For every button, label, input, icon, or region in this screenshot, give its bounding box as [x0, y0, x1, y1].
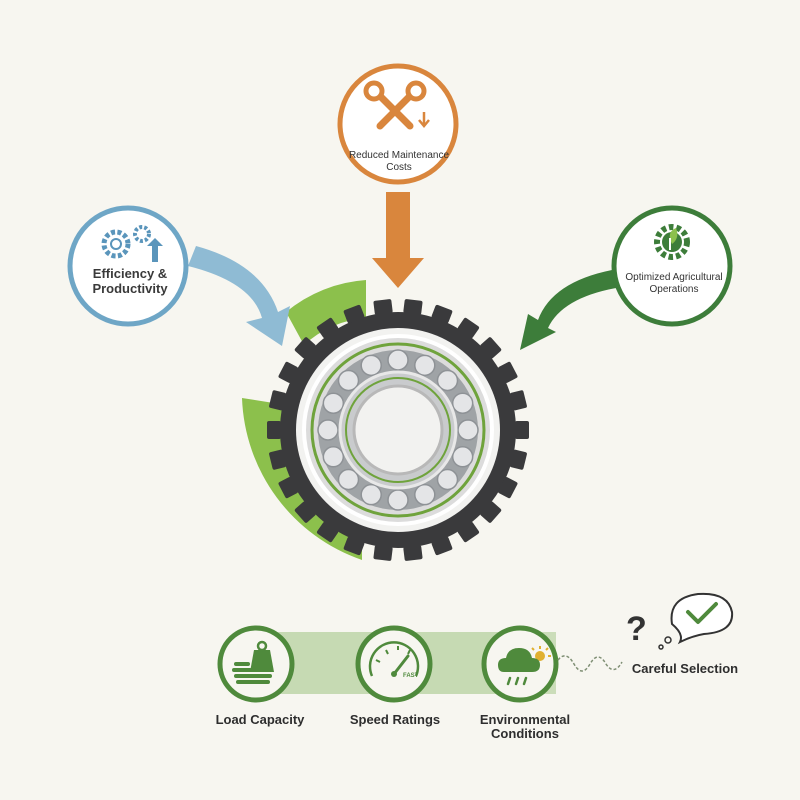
speedometer-icon: FAST: [368, 641, 420, 679]
bearing-ball: [436, 369, 459, 392]
speed-ratings-label: Speed Ratings: [349, 712, 441, 727]
weather-icon: [498, 646, 551, 686]
bearing-ball: [337, 468, 360, 491]
bearing-bore: [352, 384, 444, 476]
tire-tread: [431, 536, 453, 556]
tire-tread: [457, 317, 480, 339]
wavy-connector: [557, 655, 623, 672]
tire-tread: [509, 390, 527, 411]
environmental-node: [481, 625, 559, 703]
bearing-green-band: [310, 342, 486, 518]
agricultural-label: Optimized Agricultural Operations: [625, 272, 723, 295]
tire-tread: [294, 501, 316, 523]
bearing-ball: [457, 419, 479, 441]
check-bubble-icon: [658, 592, 734, 650]
tire-tread: [480, 501, 502, 523]
question-mark: ?: [626, 610, 647, 648]
tire-tread: [316, 317, 339, 339]
bearing-ball: [451, 392, 474, 414]
tire-tread: [294, 337, 316, 359]
bearing-ball: [360, 483, 382, 506]
load-capacity-node: [217, 625, 295, 703]
green-arc-top: [286, 280, 366, 345]
bearing-ball: [322, 392, 345, 414]
tire-tread: [278, 477, 298, 499]
tire-tread: [457, 521, 480, 543]
gauge-fast-text: FAST: [403, 673, 419, 679]
bearing-ball: [451, 446, 474, 468]
wrench-screwdriver-icon: [363, 80, 430, 130]
agricultural-node: [611, 205, 733, 327]
efficiency-node: [67, 205, 189, 327]
bearing-ball: [436, 468, 459, 491]
tire-tread: [278, 361, 298, 383]
bearing-inner-green: [345, 377, 451, 483]
ball-bearing: [302, 334, 494, 526]
tire-tread: [480, 337, 502, 359]
bearing-ball: [337, 369, 360, 392]
bearing-ball: [414, 483, 436, 506]
maintenance-label: Reduced Maintenance Costs: [348, 150, 450, 173]
tire-tread: [498, 361, 518, 383]
tire-tread: [373, 545, 393, 561]
bearing-ball: [317, 419, 339, 441]
tire-tread: [267, 421, 281, 439]
tire-tread: [316, 521, 339, 543]
agricultural-arrow: [520, 270, 616, 350]
gears-up-icon: [101, 225, 163, 262]
careful-selection-group: ?: [626, 592, 734, 650]
tire-tread: [515, 421, 529, 439]
tire-tread: [431, 304, 453, 324]
bearing-ball: [360, 354, 382, 377]
weight-icon: [232, 640, 274, 684]
tire-tread: [343, 304, 365, 324]
bearing-ball: [414, 354, 436, 377]
speed-ratings-node: FAST: [355, 625, 433, 703]
tire-tread: [403, 299, 423, 315]
careful-selection-label: Careful Selection: [631, 661, 739, 676]
tire-tread: [498, 477, 518, 499]
tire-tread: [343, 536, 365, 556]
tire-tread: [269, 390, 287, 411]
tire-tread: [403, 545, 423, 561]
bearing-ball: [322, 446, 345, 468]
efficiency-arrow: [188, 246, 290, 346]
tire-tread: [269, 449, 287, 470]
load-capacity-label: Load Capacity: [215, 712, 305, 727]
bearing-ball: [387, 349, 409, 371]
environmental-conditions-label: Environmental Conditions: [479, 712, 571, 741]
bearing-ball: [387, 489, 409, 511]
tire-tread: [509, 449, 527, 470]
gear-leaf-icon: [654, 224, 690, 260]
bearing-balls: [317, 349, 479, 511]
maintenance-node: [337, 63, 459, 185]
maintenance-arrow: [372, 192, 424, 288]
tire-tread: [373, 299, 393, 315]
efficiency-label: Efficiency & Productivity: [92, 266, 168, 296]
